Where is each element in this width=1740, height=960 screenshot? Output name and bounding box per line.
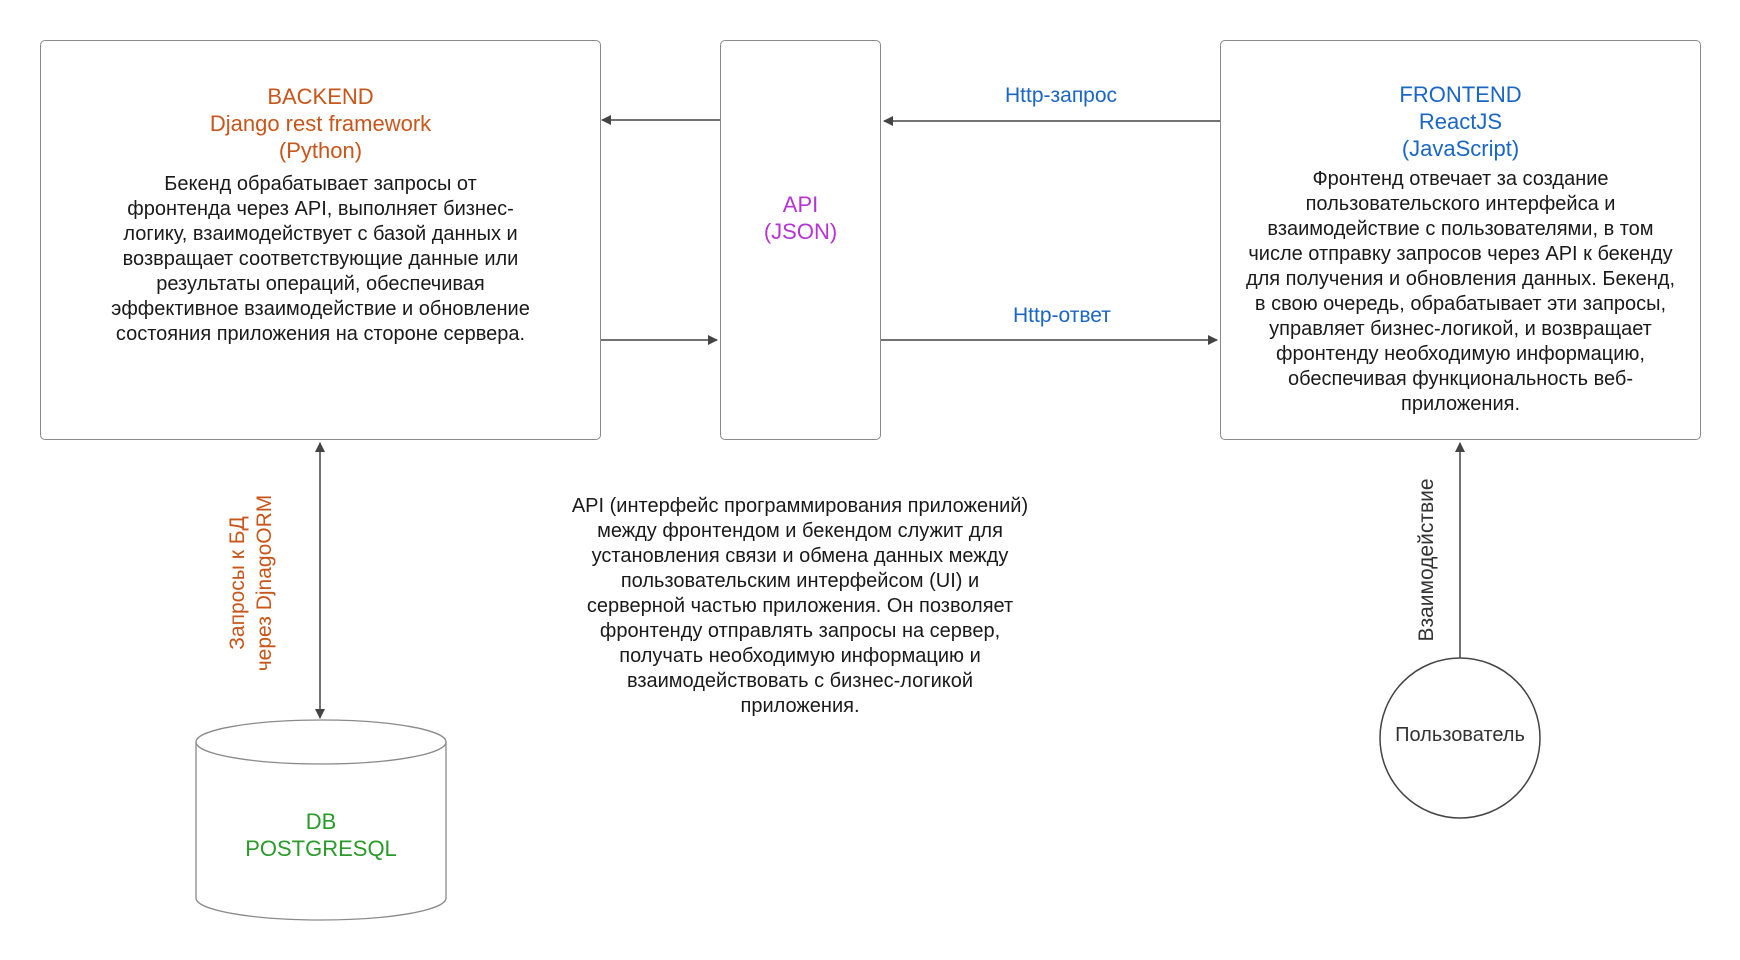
frontend-language: (JavaScript) (1401, 136, 1520, 161)
backend-node: BACKEND Django rest framework (Python) Б… (40, 40, 601, 440)
db-node: DB POSTGRESQL (196, 808, 446, 862)
db-queries-line1: Запросы к БД (226, 516, 249, 650)
frontend-title: FRONTEND (1399, 82, 1522, 107)
api-title: API (782, 192, 819, 217)
frontend-description: Фронтенд отвечает за создание пользовате… (1245, 168, 1676, 415)
api-format: (JSON) (763, 219, 838, 244)
frontend-node: FRONTEND ReactJS (JavaScript) Фронтенд о… (1220, 40, 1701, 440)
api-description: API (интерфейс программирования приложен… (570, 494, 1030, 719)
backend-title: BACKEND (267, 84, 374, 109)
backend-description: Бекенд обрабатывает запросы от фронтенда… (111, 173, 530, 345)
backend-language: (Python) (278, 138, 363, 163)
interaction-text: Взаимодействие (1415, 478, 1438, 642)
user-circle-shape (1379, 657, 1541, 819)
db-engine: POSTGRESQL (245, 836, 397, 861)
user-label: Пользователь (1395, 724, 1525, 746)
db-queries-line2: через DjnagoORM (253, 494, 276, 672)
db-cylinder-shape (195, 719, 447, 921)
interaction-label: Взаимодействие (1413, 470, 1443, 650)
api-node: API (JSON) (720, 40, 881, 440)
frontend-framework: ReactJS (1418, 109, 1503, 134)
user-node: Пользователь (1380, 724, 1540, 747)
api-description-text: API (интерфейс программирования приложен… (571, 495, 1029, 717)
db-title: DB (305, 809, 337, 834)
http-request-label: Http-запрос (1005, 84, 1118, 107)
http-response-label: Http-ответ (1013, 304, 1111, 327)
db-queries-label: Запросы к БД через DjnagoORM (224, 493, 284, 673)
backend-framework: Django rest framework (209, 111, 432, 136)
